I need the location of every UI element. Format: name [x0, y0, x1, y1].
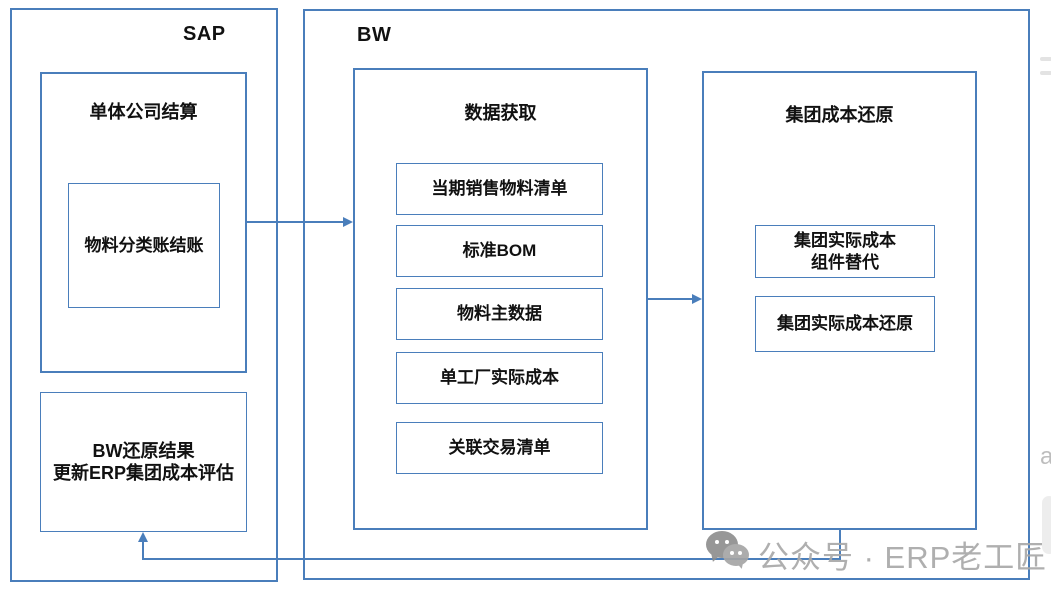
- data-item-plant-actual-cost: 单工厂实际成本: [396, 352, 603, 404]
- data-acquisition-title: 数据获取: [464, 103, 537, 123]
- material-ledger-close-box: 物料分类账结账: [68, 183, 220, 308]
- data-item-label: 单工厂实际成本: [440, 368, 559, 388]
- bw-label: BW: [357, 24, 392, 46]
- bw-result-line2: 更新ERP集团成本评估: [52, 463, 234, 483]
- bw-result-box: BW还原结果 更新ERP集团成本评估: [40, 392, 247, 532]
- group-item-line2: 组件替代: [811, 252, 879, 272]
- edge-fragment-dash: [1040, 71, 1051, 75]
- group-item-line1: 集团实际成本: [794, 231, 896, 251]
- data-item-label: 当期销售物料清单: [431, 179, 568, 199]
- data-item-label: 关联交易清单: [448, 438, 551, 458]
- group-actual-cost-restore-box: 集团实际成本还原: [755, 296, 935, 352]
- bw-result-line1: BW还原结果: [92, 440, 195, 461]
- watermark: 公众号 · ERP老工匠: [706, 530, 1046, 575]
- group-actual-cost-substitution-box: 集团实际成本 组件替代: [755, 225, 935, 278]
- data-item-label: 物料主数据: [457, 304, 542, 324]
- group-item-label: 集团实际成本还原: [777, 314, 913, 334]
- data-item-related-transactions: 关联交易清单: [396, 422, 603, 474]
- watermark-text: 公众号 · ERP老工匠: [758, 540, 1048, 575]
- company-settlement-title: 单体公司结算: [89, 102, 198, 122]
- data-item-label: 标准BOM: [462, 241, 537, 261]
- data-item-standard-bom: 标准BOM: [396, 225, 603, 277]
- sap-label: SAP: [183, 23, 226, 45]
- edge-fragment-dash: [1040, 57, 1051, 61]
- wechat-icon: [706, 530, 754, 570]
- data-item-sales-material-list: 当期销售物料清单: [396, 163, 603, 215]
- data-item-material-master: 物料主数据: [396, 288, 603, 340]
- edge-fragment-bar: [1042, 496, 1051, 554]
- group-cost-restore-title: 集团成本还原: [785, 105, 894, 125]
- edge-fragment-glyph: a: [1040, 443, 1051, 470]
- material-ledger-close-label: 物料分类账结账: [84, 235, 204, 255]
